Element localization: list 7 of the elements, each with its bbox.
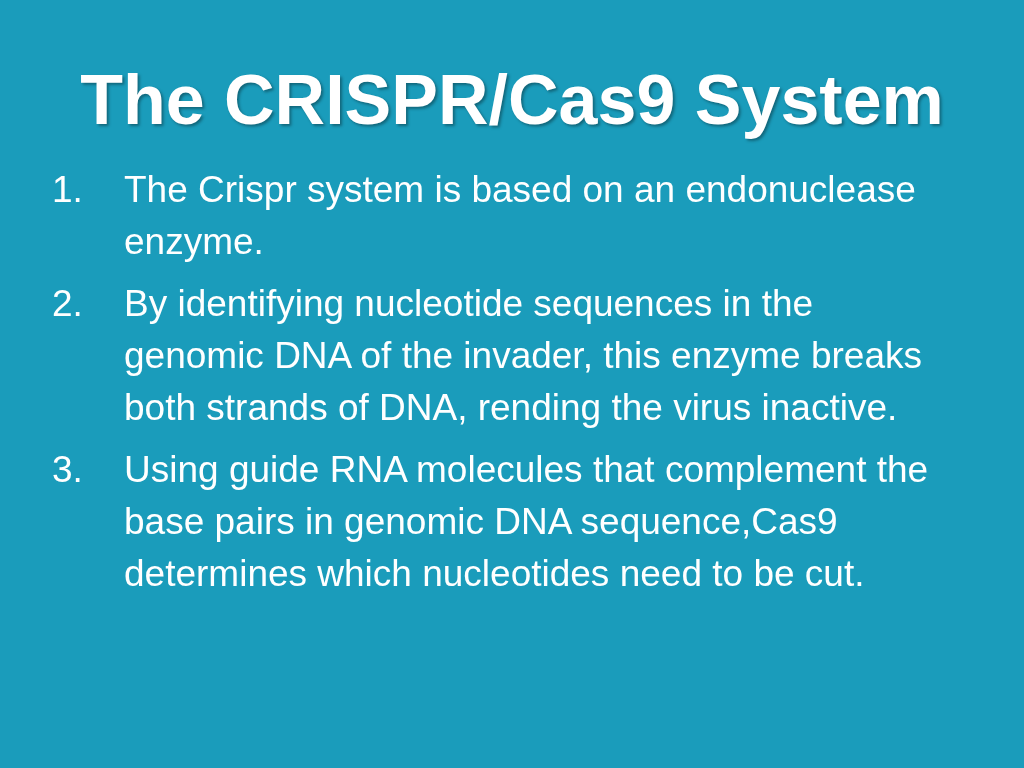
list-item-text: Using guide RNA molecules that complement the base pairs in genomic DNA sequence,Cas9 determines which nucleotides need to be cut. (124, 448, 930, 596)
list-item-text: By identifying nucleotide sequences in the genomic DNA of the invader, this enzyme breaks both strands of DNA, rending the virus inactive. (124, 282, 923, 430)
list-number: 1. (52, 168, 84, 212)
slide-title: The CRISPR/Cas9 System (79, 60, 945, 141)
list-number: 2. (52, 282, 84, 326)
list-number: 3. (52, 448, 84, 492)
list-item-text: The Crispr system is based on an endonuclease enzyme. (124, 168, 917, 264)
